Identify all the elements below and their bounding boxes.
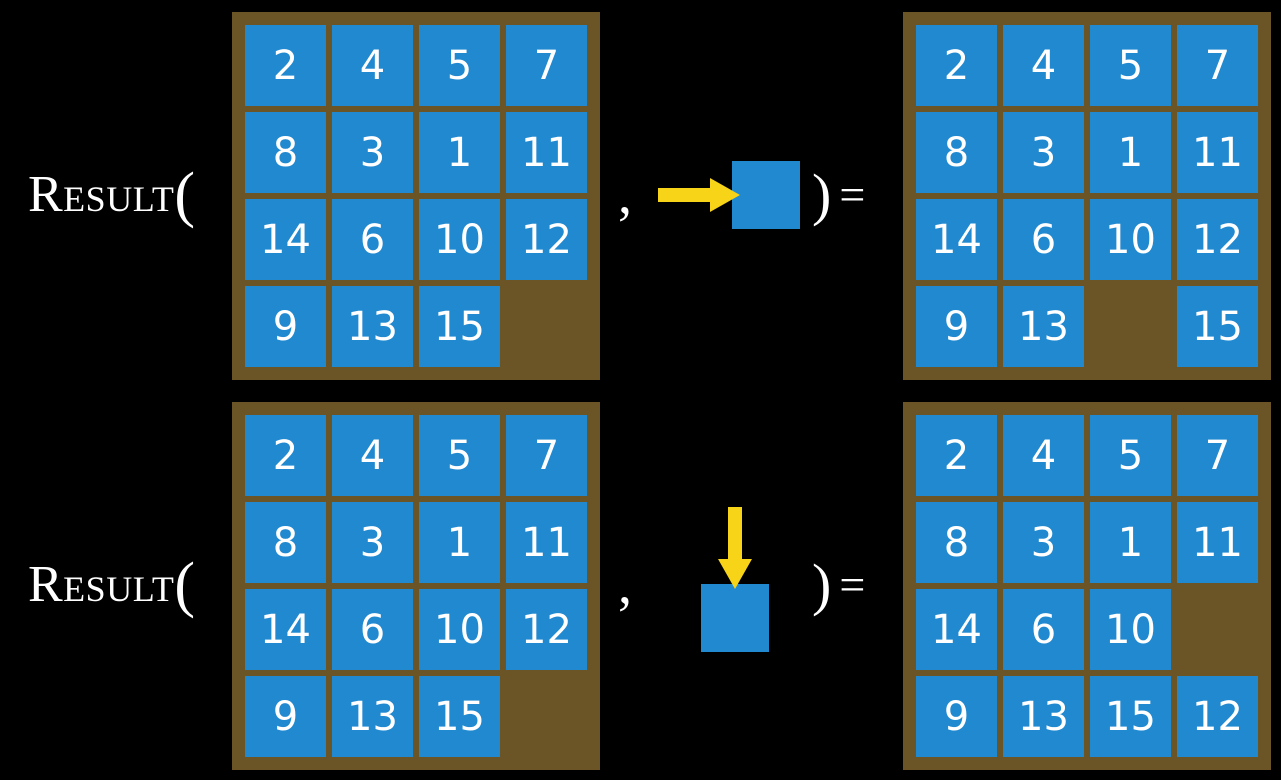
puzzle-tile[interactable]: 13 [1003,286,1084,367]
puzzle-tile[interactable]: 6 [1003,199,1084,280]
close-equals-row-2: )= [812,556,865,614]
puzzle-tile[interactable]: 10 [1090,589,1171,670]
puzzle-tile[interactable]: 6 [332,199,413,280]
puzzle-tile[interactable]: 5 [419,415,500,496]
puzzle-tile[interactable]: 5 [1090,25,1171,106]
puzzle-tile[interactable]: 4 [332,415,413,496]
puzzle-tile[interactable]: 3 [332,112,413,193]
puzzle-empty-cell [1090,286,1171,367]
puzzle-tile[interactable]: 15 [419,676,500,757]
puzzle-tile[interactable]: 2 [245,415,326,496]
puzzle-tile[interactable]: 10 [419,199,500,280]
puzzle-tile[interactable]: 11 [506,502,587,583]
action-glyph-row-1 [650,0,850,390]
puzzle-tile[interactable]: 14 [245,589,326,670]
puzzle-tile[interactable]: 3 [1003,502,1084,583]
puzzle-tile[interactable]: 7 [1177,415,1258,496]
puzzle-tile[interactable]: 13 [332,676,413,757]
puzzle-tile[interactable]: 1 [1090,502,1171,583]
close-equals-row-1: )= [812,166,865,224]
equals-sign-row-2: = [839,559,866,610]
puzzle-tile[interactable]: 9 [245,286,326,367]
puzzle-tile[interactable]: 6 [1003,589,1084,670]
action-tile-row-2 [701,584,769,652]
puzzle-tile[interactable]: 2 [916,415,997,496]
puzzle-tile[interactable]: 4 [1003,415,1084,496]
puzzle-tile[interactable]: 7 [506,25,587,106]
puzzle-empty-cell [506,676,587,757]
puzzle-tile[interactable]: 2 [916,25,997,106]
equals-sign-row-1: = [839,169,866,220]
puzzle-tile[interactable]: 1 [419,502,500,583]
puzzle-tile[interactable]: 9 [916,286,997,367]
puzzle-tile[interactable]: 8 [245,502,326,583]
puzzle-tile[interactable]: 5 [419,25,500,106]
puzzle-tile[interactable]: 12 [1177,199,1258,280]
result-label-text-row-2: Result [28,556,175,613]
puzzle-tile[interactable]: 3 [1003,112,1084,193]
puzzle-tile[interactable]: 12 [506,199,587,280]
puzzle-tile[interactable]: 13 [332,286,413,367]
puzzle-tile[interactable]: 12 [1177,676,1258,757]
close-paren-row-2: ) [812,552,832,617]
puzzle-tile[interactable]: 9 [245,676,326,757]
arrow-down-icon [718,507,752,589]
puzzle-tile[interactable]: 10 [419,589,500,670]
puzzle-tile[interactable]: 11 [506,112,587,193]
comma-row-1: , [618,164,632,226]
puzzle-tile[interactable]: 11 [1177,502,1258,583]
puzzle-tile[interactable]: 8 [916,112,997,193]
puzzle-empty-cell [506,286,587,367]
result-label-row-1: Result( [28,164,196,226]
puzzle-tile[interactable]: 7 [506,415,587,496]
puzzle-tile[interactable]: 8 [245,112,326,193]
open-paren-row-1: ( [174,161,196,229]
puzzle-tile[interactable]: 1 [419,112,500,193]
puzzle-tile[interactable]: 15 [419,286,500,367]
puzzle-tile[interactable]: 14 [245,199,326,280]
puzzle-tile[interactable]: 9 [916,676,997,757]
puzzle-tile[interactable]: 15 [1177,286,1258,367]
puzzle-tile[interactable]: 5 [1090,415,1171,496]
puzzle-tile[interactable]: 11 [1177,112,1258,193]
puzzle-tile[interactable]: 8 [916,502,997,583]
puzzle-tile[interactable]: 10 [1090,199,1171,280]
comma-row-2: , [618,554,632,616]
puzzle-tile[interactable]: 1 [1090,112,1171,193]
puzzle-tile[interactable]: 3 [332,502,413,583]
puzzle-tile[interactable]: 12 [506,589,587,670]
result-label-row-2: Result( [28,554,196,616]
open-paren-row-2: ( [174,551,196,619]
puzzle-tile[interactable]: 13 [1003,676,1084,757]
puzzle-tile[interactable]: 15 [1090,676,1171,757]
puzzle-tile[interactable]: 4 [332,25,413,106]
result-label-text-row-1: Result [28,166,175,223]
puzzle-tile[interactable]: 14 [916,589,997,670]
puzzle-tile[interactable]: 2 [245,25,326,106]
puzzle-tile[interactable]: 7 [1177,25,1258,106]
arrow-right-icon [658,178,740,212]
puzzle-tile[interactable]: 4 [1003,25,1084,106]
puzzle-empty-cell [1177,589,1258,670]
puzzle-tile[interactable]: 6 [332,589,413,670]
action-glyph-row-2 [650,390,850,780]
close-paren-row-1: ) [812,162,832,227]
puzzle-tile[interactable]: 14 [916,199,997,280]
action-tile-row-1 [732,161,800,229]
